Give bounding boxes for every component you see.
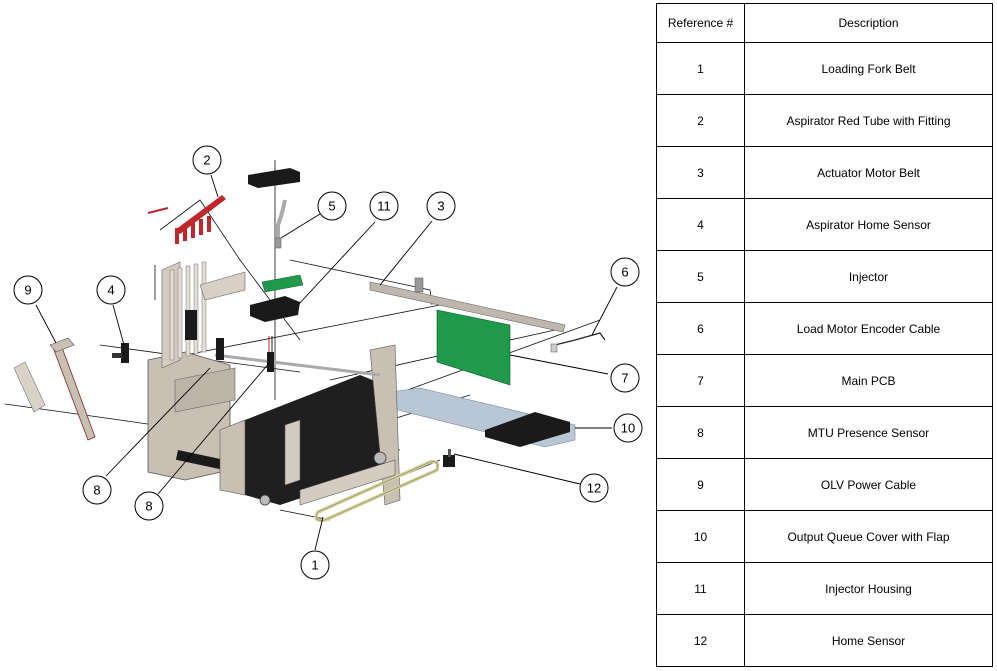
cell-description: Main PCB (744, 354, 993, 407)
callout-1: 1 (300, 550, 330, 580)
cell-ref: 10 (656, 510, 745, 563)
leader-lines (35, 174, 618, 551)
callout-5: 5 (317, 191, 347, 221)
callout-2: 2 (192, 145, 222, 175)
home-sensor (443, 449, 455, 467)
table-header-row: Reference # Description (656, 3, 993, 43)
olv-power-cable-bracket (13, 337, 96, 441)
callout-11: 11 (369, 191, 399, 221)
cell-ref: 6 (656, 302, 745, 355)
callout-7: 7 (610, 363, 640, 393)
injector-assembly (248, 168, 304, 322)
mtu-presence-sensors (216, 336, 274, 372)
cell-ref: 8 (656, 406, 745, 459)
cell-ref: 7 (656, 354, 745, 407)
callout-label: 6 (621, 265, 628, 280)
callout-8a: 8 (82, 475, 112, 505)
cell-ref: 11 (656, 562, 745, 615)
callout-12: 12 (579, 473, 609, 503)
callout-label: 4 (107, 283, 114, 298)
frame-left-plate (147, 261, 237, 481)
callout-label: 2 (203, 153, 210, 168)
loading-fork-belt (314, 459, 440, 523)
main-pcb (436, 309, 511, 386)
aspirator-home-sensor (112, 343, 129, 363)
callout-label: 9 (24, 283, 31, 298)
callout-label: 1 (311, 558, 318, 573)
callout-label: 10 (621, 421, 635, 436)
header-reference: Reference # (656, 3, 745, 43)
cell-description: Aspirator Home Sensor (744, 198, 993, 251)
load-motor-encoder-cable (550, 332, 606, 353)
callout-label: 11 (377, 199, 391, 214)
aspirator-red-tube (147, 195, 226, 244)
callout-label: 8 (145, 499, 152, 514)
callout-4: 4 (96, 275, 126, 305)
cell-description: Injector (744, 250, 993, 303)
callout-label: 8 (93, 483, 100, 498)
output-queue-cover (389, 387, 576, 448)
cell-ref: 3 (656, 146, 745, 199)
callout-9: 9 (13, 275, 43, 305)
cell-description: Injector Housing (744, 562, 993, 615)
callout-label: 3 (437, 199, 444, 214)
cell-description: MTU Presence Sensor (744, 406, 993, 459)
cell-description: Actuator Motor Belt (744, 146, 993, 199)
callout-6: 6 (610, 257, 640, 287)
cell-description: Load Motor Encoder Cable (744, 302, 993, 355)
callout-label: 5 (328, 199, 335, 214)
cell-description: OLV Power Cable (744, 458, 993, 511)
cell-description: Aspirator Red Tube with Fitting (744, 94, 993, 147)
callout-label: 12 (587, 481, 601, 496)
exploded-assembly-diagram: 1 2 3 4 5 6 7 8 8 9 10 11 12 (4, 145, 643, 580)
aspirator-probes (169, 261, 246, 361)
callout-8b: 8 (134, 491, 164, 521)
cell-ref: 9 (656, 458, 745, 511)
callout-10: 10 (613, 413, 643, 443)
cell-description: Home Sensor (744, 614, 993, 667)
callout-label: 7 (621, 371, 628, 386)
carriage-assembly (214, 344, 401, 506)
header-description: Description (744, 3, 993, 43)
cell-ref: 2 (656, 94, 745, 147)
cell-ref: 1 (656, 42, 745, 95)
cell-ref: 4 (656, 198, 745, 251)
cell-description: Output Queue Cover with Flap (744, 510, 993, 563)
cell-description: Loading Fork Belt (744, 42, 993, 95)
cell-ref: 5 (656, 250, 745, 303)
actuator-motor-belt-bar (369, 277, 566, 333)
cell-ref: 12 (656, 614, 745, 667)
callout-3: 3 (426, 191, 456, 221)
